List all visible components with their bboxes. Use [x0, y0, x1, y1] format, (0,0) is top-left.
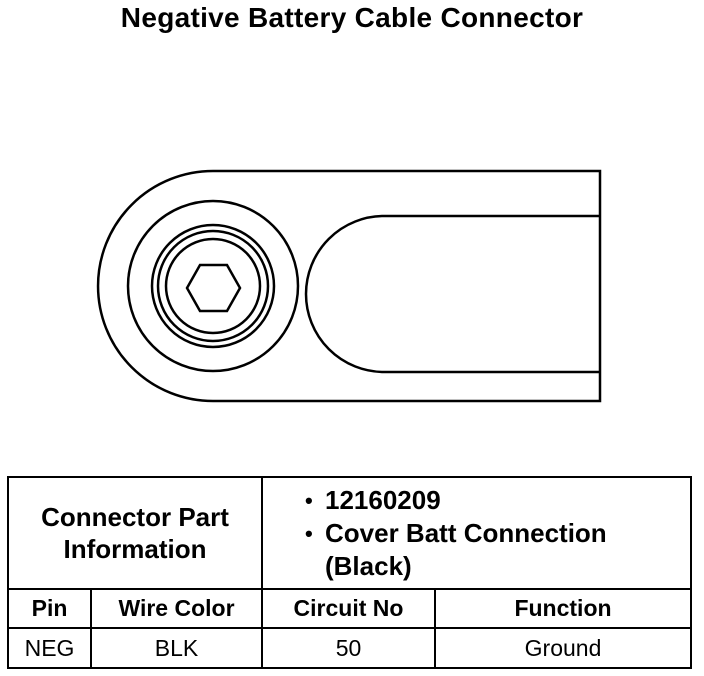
- header-pin: Pin: [7, 588, 92, 629]
- diagram-title: Negative Battery Cable Connector: [120, 2, 584, 33]
- header-wire-color: Wire Color: [90, 588, 263, 629]
- part-number: 12160209: [325, 484, 441, 515]
- bullet-icon: •: [305, 487, 313, 513]
- connector-part-label: Connector Part: [41, 502, 229, 532]
- header-function: Function: [434, 588, 692, 629]
- cell-function: Ground: [434, 627, 692, 669]
- connector-info-table: Connector Part Information • 12160209 • Co…: [7, 476, 692, 669]
- cable-slot-outline: [304, 214, 600, 374]
- connector-drawing: [96, 169, 602, 403]
- bolt-ring-2: [156, 229, 270, 343]
- connector-part-info-cell: • 12160209 • Cover Batt Connection (Black): [261, 476, 692, 590]
- bolt-ring-3: [164, 237, 262, 335]
- cell-circuit-no: 50: [261, 627, 436, 669]
- part-description: Cover Batt Connection: [325, 517, 607, 548]
- bolt-ring-1: [150, 223, 276, 349]
- part-color: (Black): [325, 550, 412, 581]
- connector-part-label-cell: Connector Part Information: [7, 476, 263, 590]
- cell-pin: NEG: [7, 627, 92, 669]
- header-circuit-no: Circuit No: [261, 588, 436, 629]
- bolt-outer-ring: [126, 199, 300, 373]
- table-row: NEG BLK 50 Ground: [7, 627, 692, 669]
- bullet-icon: •: [305, 520, 313, 546]
- cell-wire-color: BLK: [90, 627, 263, 669]
- connector-outer-outline: [96, 169, 602, 403]
- table-header-row: Pin Wire Color Circuit No Function: [7, 588, 692, 629]
- hex-bolt-head: [185, 263, 242, 313]
- connector-part-label-2: Information: [63, 534, 207, 564]
